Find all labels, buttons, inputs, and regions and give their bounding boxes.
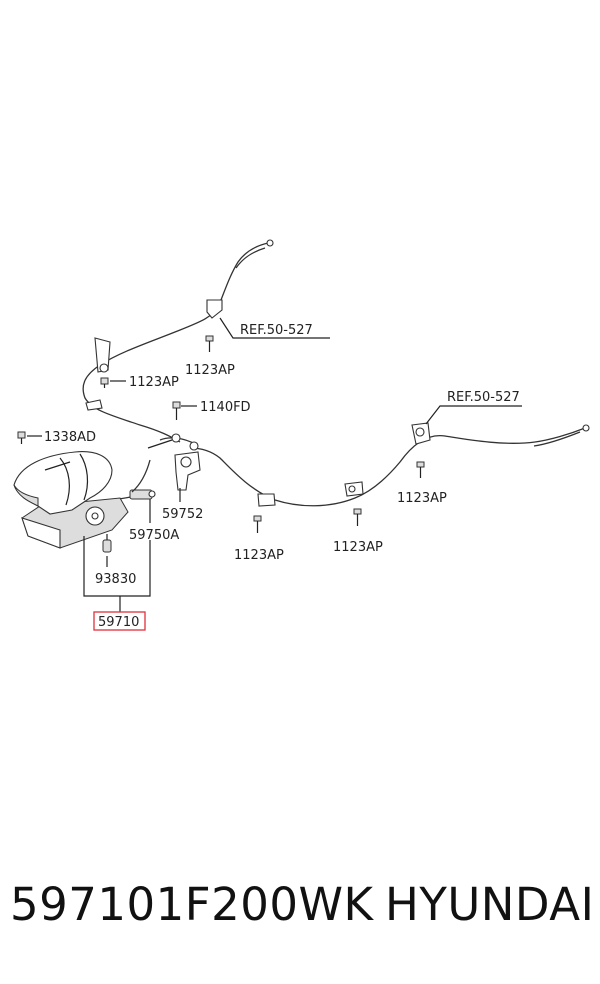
front-cable-59750a — [111, 459, 156, 501]
leader-lines — [27, 317, 522, 612]
bolt-icon-lower-left — [253, 515, 262, 533]
label-bolt-1338ad: 1338AD — [44, 430, 96, 445]
bolt-icon-lower-center — [353, 508, 362, 526]
rear-cable-right — [189, 422, 590, 507]
label-part-59750a: 59750A — [129, 528, 179, 543]
label-bolt-1140fd: 1140FD — [200, 400, 251, 415]
label-bolt-lower-left: 1123AP — [234, 548, 284, 563]
label-part-59710: 59710 — [98, 615, 139, 630]
rear-cable-left — [82, 239, 274, 443]
bolt-icon-right — [416, 461, 425, 478]
bolt-icon-1140fd — [172, 401, 181, 420]
equalizer-bracket-59752 — [147, 433, 201, 491]
parking-brake-lever — [13, 451, 129, 553]
label-part-59752: 59752 — [162, 507, 203, 522]
bolt-icon-1338ad — [17, 431, 26, 444]
label-bolt-right: 1123AP — [397, 491, 447, 506]
label-ref-upper: REF.50-527 — [240, 323, 313, 338]
label-ref-right: REF.50-527 — [447, 390, 520, 405]
label-part-93830: 93830 — [95, 572, 136, 587]
highlight-box-59710 — [93, 611, 146, 631]
brand-name: HYUNDAI — [385, 878, 595, 931]
label-bolt-upper-left: 1123AP — [129, 375, 179, 390]
bolt-icon-upper-left — [100, 377, 109, 388]
part-number: 597101F200WK — [10, 878, 374, 931]
label-bolt-upper-center: 1123AP — [185, 363, 235, 378]
bolt-icon-upper-center — [205, 335, 214, 352]
label-bolt-lower-center: 1123AP — [333, 540, 383, 555]
